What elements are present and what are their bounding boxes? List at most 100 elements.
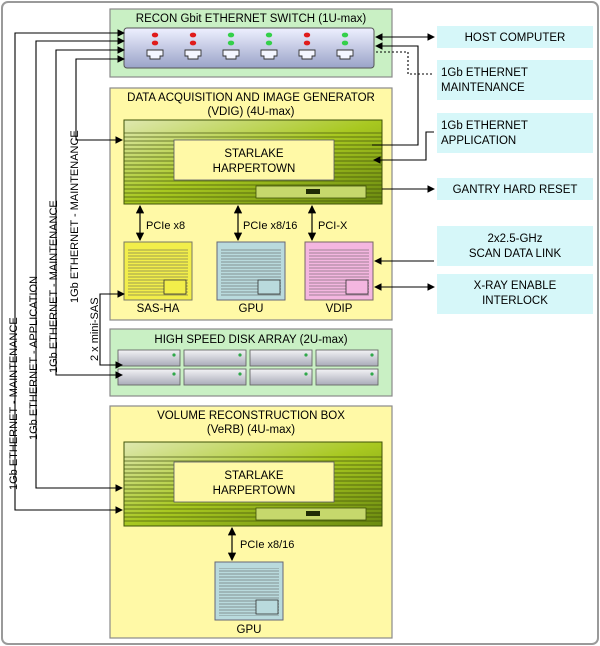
maintenance-box <box>437 60 593 100</box>
disk-unit-1-led <box>172 372 176 376</box>
disk-unit-4-led <box>370 353 374 357</box>
disk-unit-4-upper <box>315 349 379 367</box>
scan-link-box <box>437 226 593 266</box>
verb-gpu-card-port <box>255 599 279 615</box>
switch-port-6-led-bottom <box>341 40 349 46</box>
disk-unit-3-upper <box>249 349 313 367</box>
disk-unit-2-lower <box>183 368 247 386</box>
sas-link <box>99 290 125 369</box>
vdig-bus3-label: PCI-X <box>318 220 348 232</box>
vdig-title-line1: DATA ACQUISITION AND IMAGE GENERATOR <box>127 92 375 104</box>
switch-port-5-socket <box>298 49 316 60</box>
verb-card-gpu: GPU <box>214 561 284 636</box>
vdig-card-vdip: VDIP <box>304 241 374 315</box>
left-link-verb-maintenance <box>14 29 125 514</box>
switch-port-1-socket <box>146 49 164 60</box>
maintenance-line1: 1Gb ETHERNET <box>441 67 528 79</box>
switch-port-1-led-bottom <box>151 40 159 46</box>
left-label-1: 1Gb ETHERNET - MAINTENANCE <box>8 317 20 490</box>
vdig-bus2-label: PCIe x8/16 <box>243 220 297 232</box>
vdig-server-line2: HARPERTOWN <box>213 163 296 175</box>
switch-port-2-led-bottom <box>189 40 197 46</box>
vdig-drive-slot <box>306 189 320 194</box>
disk-units <box>117 349 379 386</box>
vdig-card-gpu: GPU <box>216 241 286 315</box>
disk-unit-4-led <box>370 372 374 376</box>
xray-interlock-line1: X-RAY ENABLE <box>474 280 557 292</box>
vdig-title-line2: (VDIG) (4U-max) <box>208 106 295 118</box>
vdig-bus1-label: PCIe x8 <box>146 220 185 232</box>
switch-port-3-socket <box>222 49 240 60</box>
switch-chassis <box>123 27 375 69</box>
disk-unit-1-led <box>172 353 176 357</box>
switch-title: RECON Gbit ETHERNET SWITCH (1U-max) <box>136 13 367 25</box>
application-line2: APPLICATION <box>441 135 516 147</box>
verb-drive-slot <box>306 511 320 516</box>
switch-ports <box>146 32 354 60</box>
switch-port-4-led-bottom <box>265 40 273 46</box>
disk-unit-2-led <box>238 353 242 357</box>
disk-unit-1-upper <box>117 349 181 367</box>
vdip-card-port <box>345 279 369 295</box>
verb-block: VOLUME RECONSTRUCTION BOX (VeRB) (4U-max… <box>109 405 393 639</box>
external-connections: HOST COMPUTER 1Gb ETHERNET MAINTENANCE 1… <box>437 26 593 314</box>
left-connectors <box>14 29 125 514</box>
application-link <box>373 131 434 164</box>
left-link-vdig-maintenance <box>75 55 125 144</box>
gantry-reset-label: GANTRY HARD RESET <box>453 184 578 196</box>
switch-port-2-led-top <box>189 32 197 38</box>
disk-unit-3-led <box>304 353 308 357</box>
switch-port-6-led-top <box>341 32 349 38</box>
disk-unit-2-led <box>238 372 242 376</box>
disk-unit-3-lower <box>249 368 313 386</box>
xray-interlock-box <box>437 274 593 314</box>
verb-gpu-card-label: GPU <box>237 624 262 636</box>
disk-unit-2-upper <box>183 349 247 367</box>
switch-port-4-led-top <box>265 32 273 38</box>
sas-ha-card-label: SAS-HA <box>137 303 180 315</box>
switch-port-3-led-top <box>227 32 235 38</box>
gpu-card-port <box>257 279 281 295</box>
switch-port-5-led-bottom <box>303 40 311 46</box>
disk-unit-4-lower <box>315 368 379 386</box>
switch-port-4-socket <box>260 49 278 60</box>
left-link-verb-application <box>35 37 125 492</box>
application-link-top <box>372 42 419 146</box>
switch-port-5-led-top <box>303 32 311 38</box>
vdip-card-label: VDIP <box>326 303 353 315</box>
switch-port-2-socket <box>184 49 202 60</box>
scan-link-line2: SCAN DATA LINK <box>469 248 562 260</box>
vdig-server-label-box <box>173 139 335 181</box>
verb-server-line1: STARLAKE <box>224 470 284 482</box>
sas-link-label: 2 x mini-SAS <box>89 297 101 361</box>
disk-unit-1-lower <box>117 368 181 386</box>
maintenance-line2: MAINTENANCE <box>441 82 525 94</box>
vdig-server-line1: STARLAKE <box>224 148 284 160</box>
xray-interlock-line2: INTERLOCK <box>482 295 548 307</box>
vdig-card-sas-ha: SAS-HA <box>123 241 193 315</box>
scan-link-line1: 2x2.5-GHz <box>488 233 543 245</box>
left-link-disk-maintenance <box>55 46 125 379</box>
switch-port-3-led-bottom <box>227 40 235 46</box>
left-label-2: 1Gb ETHERNET - APPLICATION <box>28 276 40 440</box>
gantry-reset-box <box>437 178 593 200</box>
application-box <box>437 113 593 153</box>
verb-server-label-box <box>173 461 335 503</box>
switch-port-6-socket <box>336 49 354 60</box>
verb-server-line2: HARPERTOWN <box>213 485 296 497</box>
verb-server: STARLAKE HARPERTOWN <box>123 441 383 527</box>
verb-bus-label: PCIe x8/16 <box>240 539 294 551</box>
switch-port-1-led-top <box>151 32 159 38</box>
right-connectors <box>372 33 435 291</box>
verb-title-line2: (VeRB) (4U-max) <box>207 424 295 436</box>
sas-ha-card-port <box>163 279 187 295</box>
maintenance-link <box>376 51 434 75</box>
ethernet-switch-block: RECON Gbit ETHERNET SWITCH (1U-max) <box>109 8 393 78</box>
gpu-card-label: GPU <box>239 303 264 315</box>
vdig-server: STARLAKE HARPERTOWN <box>123 119 383 205</box>
disk-unit-3-led <box>304 372 308 376</box>
application-line1: 1Gb ETHERNET <box>441 120 528 132</box>
host-computer-box <box>437 26 593 48</box>
left-label-4: 1Gb ETHERNET - MAINTENANCE <box>69 130 81 303</box>
